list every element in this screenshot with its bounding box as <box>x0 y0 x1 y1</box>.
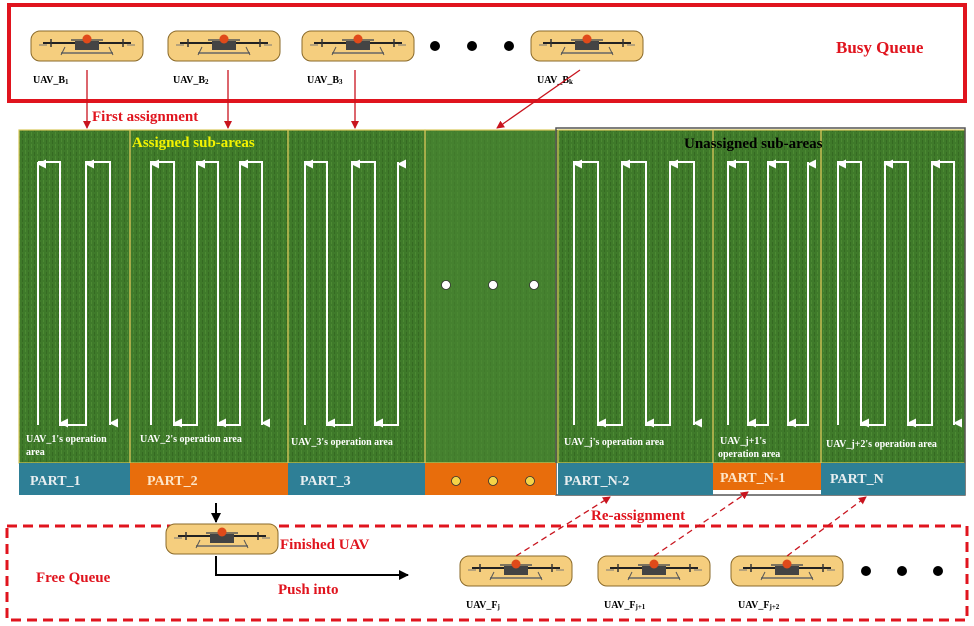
free-ellipsis-dot <box>933 566 943 576</box>
busy-uav-3 <box>301 30 415 62</box>
unassigned-box <box>555 127 966 496</box>
reassignment-arrows <box>515 491 867 557</box>
busy-ellipsis-dot <box>504 41 514 51</box>
busy-uav-2-label: UAV_B2 <box>173 75 209 86</box>
op-label-j: UAV_j's operation area <box>564 437 664 448</box>
busy-ellipsis-dot <box>430 41 440 51</box>
push-into-arrow <box>215 556 409 580</box>
op-label-j1: UAV_j+1's <box>720 436 766 447</box>
busy-uav-k <box>530 30 644 62</box>
busy-uav-3-label: UAV_B3 <box>307 75 343 86</box>
field-unassigned <box>556 130 965 463</box>
part-bar-3 <box>288 463 425 495</box>
assignment-arrows <box>83 69 581 129</box>
op-label-j1b: operation area <box>718 449 780 460</box>
free-queue-box <box>5 524 969 622</box>
part-n-2-label: PART_N-2 <box>564 474 629 489</box>
field-ellipsis-dots <box>441 280 539 290</box>
busy-uav-1-label: UAV_B1 <box>33 75 69 86</box>
busy-ellipsis-dot <box>467 41 477 51</box>
unassigned-label: Unassigned sub-areas <box>684 136 823 152</box>
finished-uav-label: Finished UAV <box>280 537 370 553</box>
free-queue-title: Free Queue <box>36 570 111 586</box>
free-uav-j2-label: UAV_Fj+2 <box>738 600 780 611</box>
assigned-label: Assigned sub-areas <box>132 135 255 151</box>
part-1-label: PART_1 <box>30 474 81 489</box>
part-bar-2 <box>130 463 288 495</box>
busy-uav-1 <box>30 30 144 62</box>
op-label-2: UAV_2's operation area <box>140 434 242 445</box>
part-bar-n-1 <box>713 463 821 490</box>
busy-uav-k-label: UAV_Bk <box>537 75 573 86</box>
part-ellipsis-dots <box>451 476 535 486</box>
part-n-1-label: PART_N-1 <box>720 471 785 486</box>
free-uav-j-label: UAV_Fj <box>466 600 500 611</box>
part-2-label: PART_2 <box>147 474 198 489</box>
push-into-label: Push into <box>278 582 338 598</box>
free-uav-j <box>459 555 573 587</box>
part-3-label: PART_3 <box>300 474 351 489</box>
op-label-1: UAV_1's operation <box>26 434 107 445</box>
free-uav-j1-label: UAV_Fj+1 <box>604 600 646 611</box>
part-n-label: PART_N <box>830 472 884 487</box>
busy-queue-box <box>7 3 967 103</box>
free-uav-j2 <box>730 555 844 587</box>
op-label-j2: UAV_j+2's operation area <box>826 439 937 450</box>
reassignment-label: Re-assignment <box>591 508 685 524</box>
part-bar-n <box>821 463 965 495</box>
finished-uav <box>165 523 279 555</box>
part-bar-n-2 <box>558 463 713 495</box>
busy-uav-2 <box>167 30 281 62</box>
busy-queue-title: Busy Queue <box>836 38 924 57</box>
op-label-3: UAV_3's operation area <box>291 437 393 448</box>
op-label-1b: area <box>26 447 45 458</box>
first-assignment-label: First assignment <box>92 109 198 125</box>
part-bar-1 <box>19 463 130 495</box>
flight-paths <box>37 159 962 428</box>
free-uav-j1 <box>597 555 711 587</box>
free-ellipsis-dot <box>861 566 871 576</box>
free-ellipsis-dot <box>897 566 907 576</box>
